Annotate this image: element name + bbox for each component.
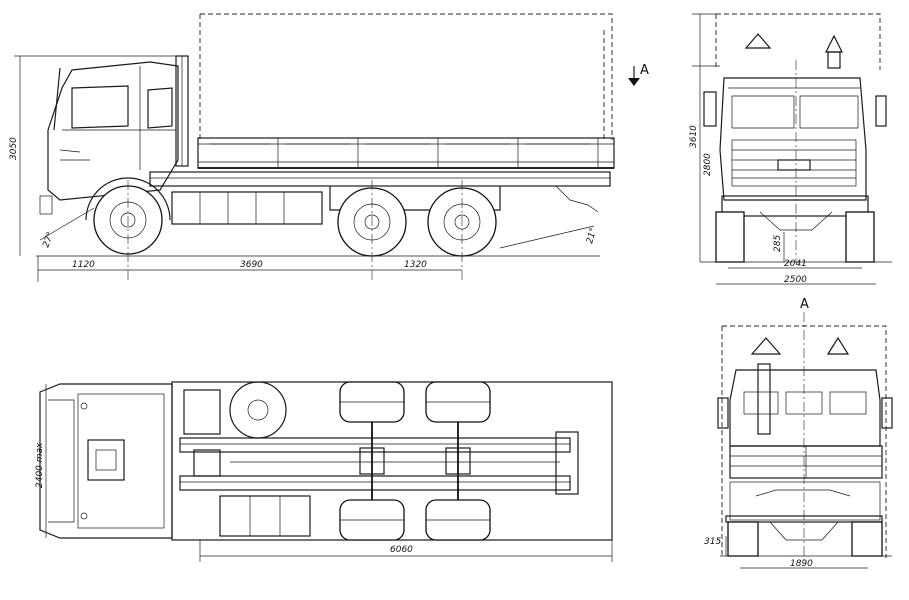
dim-departure-angle: 21° — [585, 227, 599, 245]
section-arrow-top: A — [628, 63, 649, 86]
tarp-outline — [199, 13, 613, 140]
departure-angle-line — [499, 225, 595, 249]
dim-cab-height: 2800 — [703, 153, 713, 176]
beacon-left — [744, 33, 772, 49]
dim-front-overhang: 1120 — [72, 260, 95, 270]
exhaust-stack — [757, 363, 771, 435]
approach-angle-line — [39, 207, 95, 241]
dim-body-length: 6060 — [390, 545, 413, 555]
cargo-body — [197, 137, 615, 169]
dim-front-track: 2041 — [784, 259, 807, 269]
front-cab — [719, 77, 867, 201]
fuel-tank — [219, 495, 311, 537]
diff-rear-2 — [445, 447, 471, 475]
plan-cab — [39, 383, 173, 539]
dim-overall-height: 3050 — [9, 137, 19, 160]
rear-view: A 315 1890 — [704, 297, 893, 569]
dim-rear-clearance: 315 — [704, 537, 721, 547]
dim-ground-clearance: 285 — [773, 235, 783, 252]
dim-wheelbase-front: 3690 — [240, 260, 263, 270]
front-view: 3610 2800 285 2041 2500 — [689, 13, 892, 285]
dim-wheelbase-rear: 1320 — [404, 260, 427, 270]
spare-wheel — [229, 381, 287, 439]
dim-rear-track: 1890 — [790, 559, 813, 569]
front-grille — [731, 139, 857, 187]
dim-approach-angle: 27° — [41, 231, 56, 249]
diff-rear-1 — [359, 447, 385, 475]
mirror-right — [875, 95, 887, 127]
mirror-left — [703, 91, 717, 127]
dim-cab-width: 2400 max — [35, 442, 45, 488]
rear-cab — [729, 369, 881, 447]
plan-view: 2400 max 6060 — [35, 381, 613, 562]
front-badge — [777, 159, 811, 171]
front-bumper — [721, 195, 869, 217]
side-cab — [39, 55, 189, 215]
side-frame — [149, 171, 611, 225]
svg-text:A: A — [800, 297, 809, 312]
plan-rear-wheels — [339, 381, 491, 541]
dim-overall-width: 2500 — [784, 275, 807, 285]
plan-hatch — [87, 439, 125, 481]
side-dimensions — [14, 55, 462, 282]
section-arrow-bottom: A — [800, 297, 809, 560]
svg-text:A: A — [640, 63, 649, 78]
side-view: 3050 1120 3690 1320 27° 21° A — [9, 13, 649, 282]
beacon-right — [825, 34, 843, 53]
dim-height-front: 3610 — [689, 125, 699, 148]
